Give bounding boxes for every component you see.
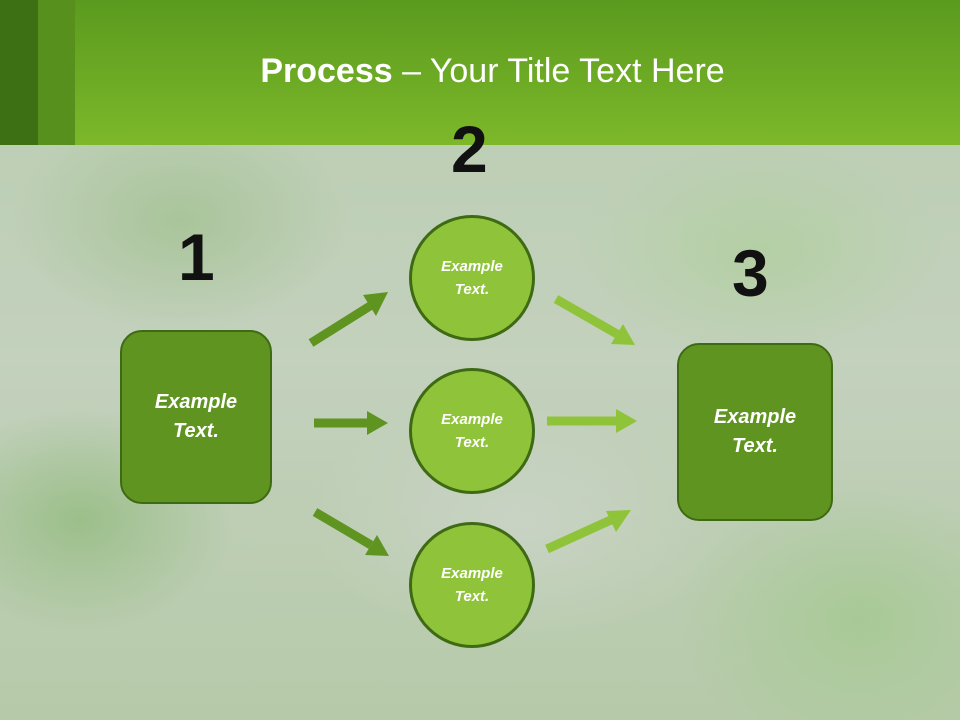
circle-bottom-line2: Text. [454,588,490,605]
arrow-bottom-to-right[interactable] [545,510,631,554]
circle-middle-line2: Text. [454,434,490,451]
slide-title[interactable]: Process – Your Title Text Here [0,52,960,91]
header-accent-dark [0,0,38,145]
step-number-3: 3 [732,236,769,310]
end-box-line1: Example [713,406,797,428]
start-box-line2: Text. [173,420,219,442]
title-bar: Process – Your Title Text Here [0,0,960,145]
step-number-1: 1 [178,220,215,294]
circle-top-line1: Example [441,258,503,275]
title-rest: – Your Title Text Here [392,52,725,90]
arrow-top-to-right[interactable] [553,295,635,345]
circle-middle-line1: Example [441,411,503,428]
start-box-line1: Example [154,391,238,413]
circle-bottom-line1: Example [441,565,503,582]
arrow-middle-to-right[interactable] [547,409,637,433]
header-accent-mid [38,0,75,145]
arrow-left-to-bottom[interactable] [312,508,389,556]
step-number-2: 2 [451,112,488,186]
start-box[interactable]: Example Text. [120,330,272,504]
end-box-line2: Text. [732,435,778,457]
circle-middle[interactable]: Example Text. [409,368,535,494]
circle-top[interactable]: Example Text. [409,215,535,341]
circle-top-line2: Text. [454,281,490,298]
arrow-left-to-top[interactable] [308,292,388,347]
end-box[interactable]: Example Text. [677,343,833,521]
title-bold: Process [260,52,393,90]
circle-bottom[interactable]: Example Text. [409,522,535,648]
arrow-left-to-middle[interactable] [314,411,388,435]
